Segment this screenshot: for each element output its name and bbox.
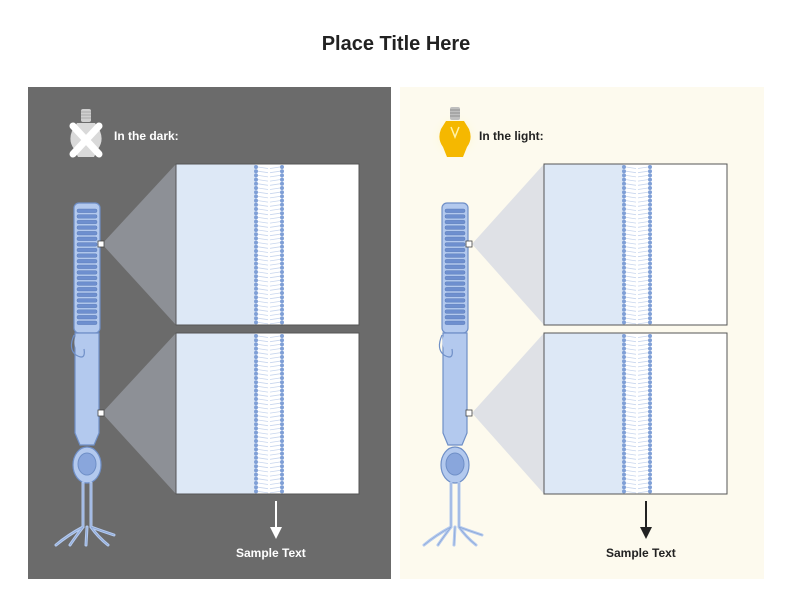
lipid-bilayer: [622, 334, 652, 494]
light-panel-art: [422, 107, 728, 547]
arrow-down-icon: [640, 501, 652, 539]
zoom-cone-bottom: [102, 333, 176, 494]
rod-cell: [54, 202, 116, 547]
outer-segment-discs: [444, 208, 466, 325]
zoom-cone-top: [102, 164, 176, 325]
rod-cell: [422, 202, 484, 547]
zoom-cone-bottom: [472, 333, 544, 494]
zoom-box-top: [543, 163, 728, 326]
lightbulb-off-icon: [69, 109, 103, 158]
zoom-box-top: [175, 163, 360, 326]
arrow-down-icon: [270, 501, 282, 539]
lightbulb-on-icon: [429, 107, 481, 163]
zoom-box-bottom: [543, 332, 728, 495]
zoom-cone-top: [472, 164, 544, 325]
dark-panel-art: [54, 109, 360, 547]
dark-panel: In the dark: Sample Text: [28, 87, 391, 579]
zoom-box-bottom: [175, 332, 360, 495]
lipid-bilayer: [254, 165, 284, 325]
outer-segment-discs: [76, 208, 98, 325]
light-sample-text: Sample Text: [606, 546, 676, 560]
dark-label: In the dark:: [114, 129, 179, 143]
light-label: In the light:: [479, 129, 544, 143]
dark-sample-text: Sample Text: [236, 546, 306, 560]
light-panel: In the light: Sample Text: [400, 87, 764, 579]
lipid-bilayer: [622, 165, 652, 325]
lipid-bilayer: [254, 334, 284, 494]
page-title: Place Title Here: [321, 33, 471, 55]
